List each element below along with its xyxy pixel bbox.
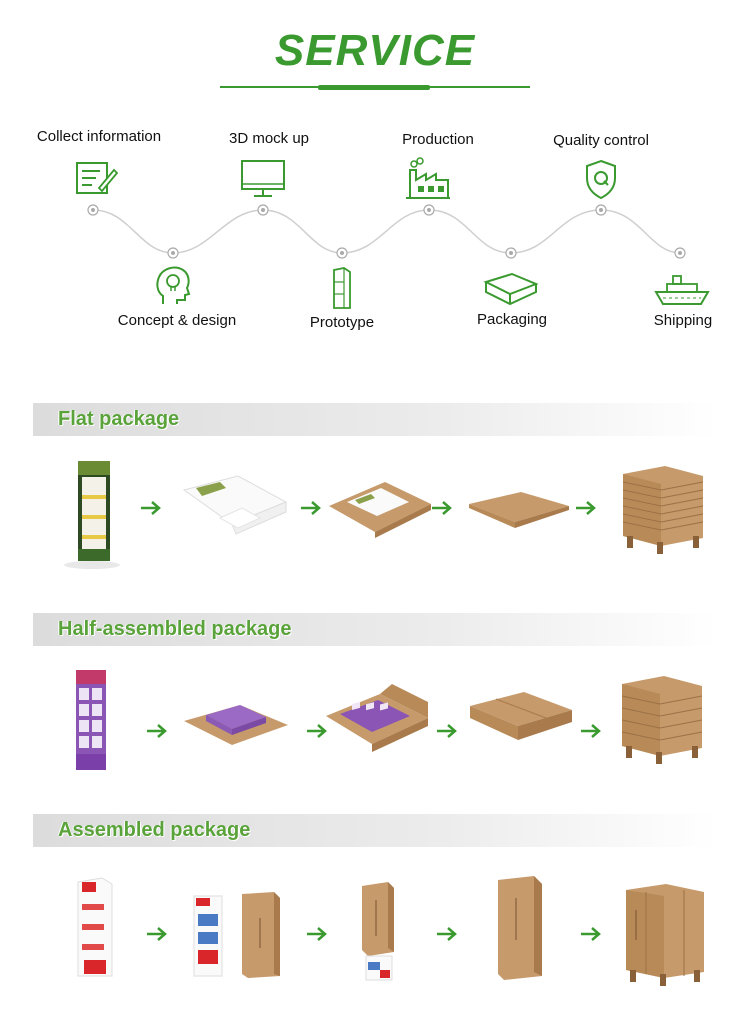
- right-arrow-icon: [147, 927, 167, 941]
- display-rack-image: [64, 461, 120, 569]
- step-label-packaging: Packaging: [476, 311, 548, 328]
- half-pallet-stack-image: [621, 676, 703, 764]
- box-over-rack-image: [362, 882, 394, 981]
- purple-rack-image: [76, 670, 106, 770]
- shield-q-icon: [586, 159, 616, 200]
- ship-icon: [654, 275, 710, 305]
- half-box-closed-image: [470, 692, 572, 740]
- flat-box-open-image: [329, 482, 431, 538]
- monitor-icon: [241, 160, 285, 197]
- section-header-flat: [33, 403, 717, 436]
- right-arrow-icon: [141, 501, 161, 515]
- box-icon: [483, 272, 539, 306]
- right-arrow-icon: [576, 501, 596, 515]
- right-arrow-icon: [307, 724, 327, 738]
- step-label-quality: Quality control: [553, 132, 649, 149]
- page-title: SERVICE: [274, 26, 476, 75]
- factory-icon: [406, 157, 450, 199]
- rack-and-box-image: [193, 892, 280, 978]
- flat-box-closed-image: [469, 492, 569, 528]
- checklist-icon: [76, 162, 118, 194]
- section-header-assembled: [33, 814, 717, 847]
- step-label-mockup: 3D mock up: [228, 130, 310, 147]
- right-arrow-icon: [437, 724, 457, 738]
- head-bulb-icon: [156, 266, 191, 304]
- title-underline-accent: [318, 85, 430, 90]
- section-title-assembled: Assembled package: [58, 819, 251, 841]
- right-arrow-icon: [581, 927, 601, 941]
- flat-sheet-image: [182, 475, 288, 535]
- right-arrow-icon: [581, 724, 601, 738]
- right-arrow-icon: [301, 501, 321, 515]
- half-box-flat-image: [184, 705, 288, 745]
- display-stand-icon: [333, 267, 351, 309]
- step-label-production: Production: [402, 131, 474, 148]
- step-label-concept: Concept & design: [117, 312, 237, 329]
- step-label-collect: Collect information: [36, 128, 162, 145]
- step-label-shipping: Shipping: [653, 312, 713, 329]
- assembled-pallet-image: [626, 884, 704, 986]
- section-header-half: [33, 613, 717, 646]
- white-rack-image: [77, 877, 113, 977]
- right-arrow-icon: [307, 927, 327, 941]
- section-title-flat: Flat package: [58, 408, 180, 430]
- right-arrow-icon: [147, 724, 167, 738]
- assembled-box-image: [498, 876, 542, 980]
- pallet-stack-image: [622, 466, 704, 554]
- section-title-half: Half-assembled package: [58, 618, 292, 640]
- right-arrow-icon: [432, 501, 452, 515]
- process-timeline: [87, 204, 686, 259]
- right-arrow-icon: [437, 927, 457, 941]
- step-label-prototype: Prototype: [309, 314, 375, 331]
- half-box-open-image: [326, 684, 428, 752]
